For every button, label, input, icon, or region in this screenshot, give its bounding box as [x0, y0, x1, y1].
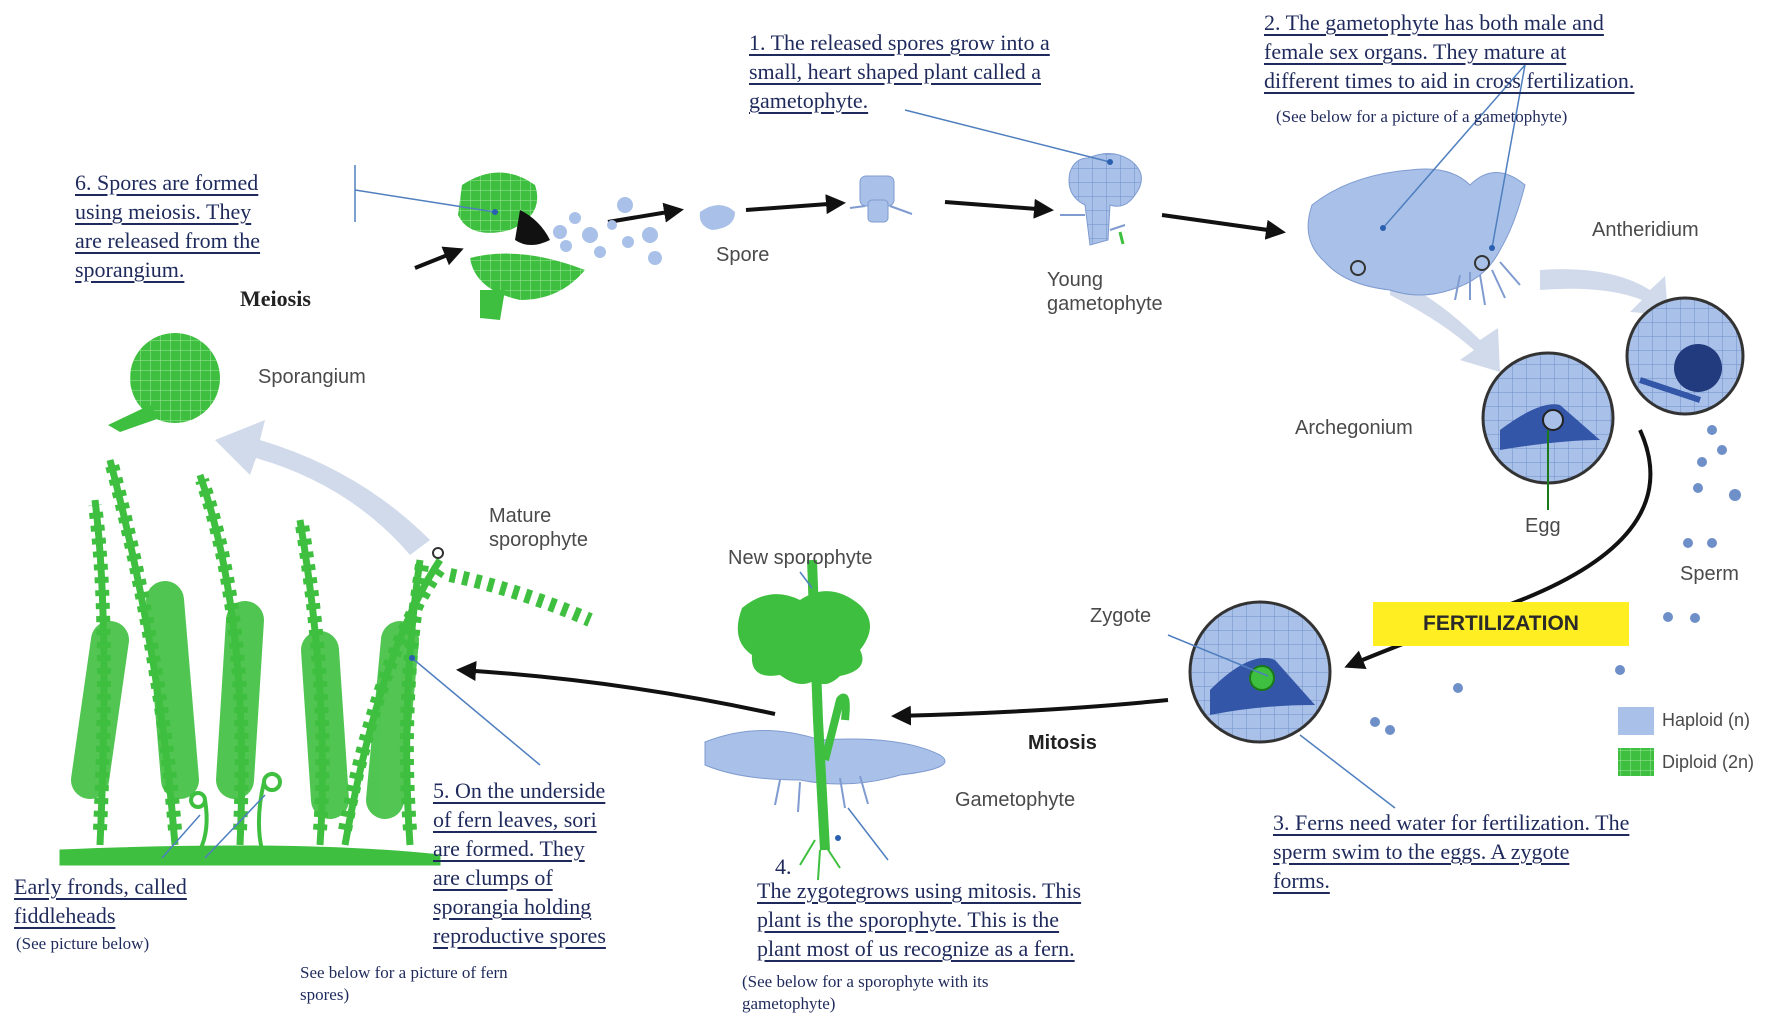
step3-line: 3. Ferns need water for fertilization. T… — [1273, 808, 1629, 837]
spore-label: Spore — [716, 243, 769, 267]
step4-line: plant most of us recognize as a fern. — [757, 934, 1081, 963]
step5-line: sporangia holding — [433, 892, 606, 921]
meiosis-label: Meiosis — [240, 286, 311, 312]
step6-line: sporangium. — [75, 255, 260, 284]
archegonium-label: Archegonium — [1295, 416, 1413, 440]
step6-note: 6. Spores are formed using meiosis. They… — [75, 168, 260, 284]
step4-note: The zygotegrows using mitosis. This plan… — [757, 876, 1081, 963]
step2-line: female sex organs. They mature at — [1264, 37, 1634, 66]
step4-see-below: (See below for a sporophyte with its gam… — [742, 971, 988, 1015]
step5-line: of fern leaves, sori — [433, 805, 606, 834]
step5-see-below: See below for a picture of fern spores) — [300, 962, 508, 1006]
step6-line: are released from the — [75, 226, 260, 255]
step4-line: plant is the sporophyte. This is the — [757, 905, 1081, 934]
step3-note: 3. Ferns need water for fertilization. T… — [1273, 808, 1629, 895]
legend-haploid-label: Haploid (n) — [1662, 708, 1750, 732]
antheridium-label: Antheridium — [1592, 218, 1699, 242]
young-gametophyte-line: Young — [1047, 268, 1163, 292]
step6-line: 6. Spores are formed — [75, 168, 260, 197]
step5-line: 5. On the underside — [433, 776, 606, 805]
legend-diploid-label: Diploid (2n) — [1662, 750, 1754, 774]
antheridium-detail — [1627, 298, 1743, 414]
fiddlehead-line: Early fronds, called — [14, 872, 187, 901]
young-gametophyte-line: gametophyte — [1047, 292, 1163, 316]
step5-line: are formed. They — [433, 834, 606, 863]
gametophyte-label: Gametophyte — [955, 788, 1075, 812]
mitosis-label: Mitosis — [1028, 732, 1097, 755]
mature-sporophyte-label: Mature sporophyte — [489, 504, 588, 552]
mature-sporophyte-line: Mature — [489, 504, 588, 528]
fertilization-banner: FERTILIZATION — [1373, 602, 1629, 646]
young-gametophyte-label: Young gametophyte — [1047, 268, 1163, 316]
zygote-label: Zygote — [1090, 604, 1151, 628]
young-gametophyte-shape — [1060, 153, 1141, 245]
step5-see-line: See below for a picture of fern — [300, 962, 508, 984]
step4-line: The zygotegrows using mitosis. This — [757, 876, 1081, 905]
spore-shape — [700, 205, 735, 230]
step5-note: 5. On the underside of fern leaves, sori… — [433, 776, 606, 950]
new-sporophyte-label: New sporophyte — [728, 546, 873, 570]
step4-see-line: gametophyte) — [742, 993, 988, 1015]
pale-arrows — [215, 269, 1668, 555]
step3-line: forms. — [1273, 866, 1629, 895]
step2-note: 2. The gametophyte has both male and fem… — [1264, 8, 1634, 95]
egg-label: Egg — [1525, 514, 1561, 538]
step4-see-line: (See below for a sporophyte with its — [742, 971, 988, 993]
fiddlehead-note: Early fronds, called fiddleheads — [14, 872, 187, 930]
step2-see-below: (See below for a picture of a gametophyt… — [1276, 106, 1567, 128]
sporangium-shape — [108, 333, 220, 432]
step1-line: 1. The released spores grow into a — [749, 28, 1050, 57]
step5-see-line: spores) — [300, 984, 508, 1006]
step5-line: reproductive spores — [433, 921, 606, 950]
new-sporophyte-shape — [705, 560, 945, 880]
legend-diploid-swatch — [1618, 748, 1654, 776]
sporangium-label: Sporangium — [258, 365, 366, 389]
step1-line: gametophyte. — [749, 86, 1050, 115]
step6-line: using meiosis. They — [75, 197, 260, 226]
mature-sporophyte-line: sporophyte — [489, 528, 588, 552]
step1-note: 1. The released spores grow into a small… — [749, 28, 1050, 115]
germinating-spore — [850, 176, 912, 222]
fiddlehead-line: fiddleheads — [14, 901, 187, 930]
released-spores — [553, 197, 662, 265]
fiddlehead-see-below: (See picture below) — [16, 933, 149, 955]
archegonium-detail — [1483, 353, 1613, 510]
sperm-label: Sperm — [1680, 562, 1739, 586]
step2-line: different times to aid in cross fertiliz… — [1264, 66, 1634, 95]
step2-line: 2. The gametophyte has both male and — [1264, 8, 1634, 37]
legend-haploid-swatch — [1618, 707, 1654, 735]
step1-line: small, heart shaped plant called a — [749, 57, 1050, 86]
step3-line: sperm swim to the eggs. A zygote — [1273, 837, 1629, 866]
sorus-marker — [433, 548, 443, 558]
step5-line: are clumps of — [433, 863, 606, 892]
